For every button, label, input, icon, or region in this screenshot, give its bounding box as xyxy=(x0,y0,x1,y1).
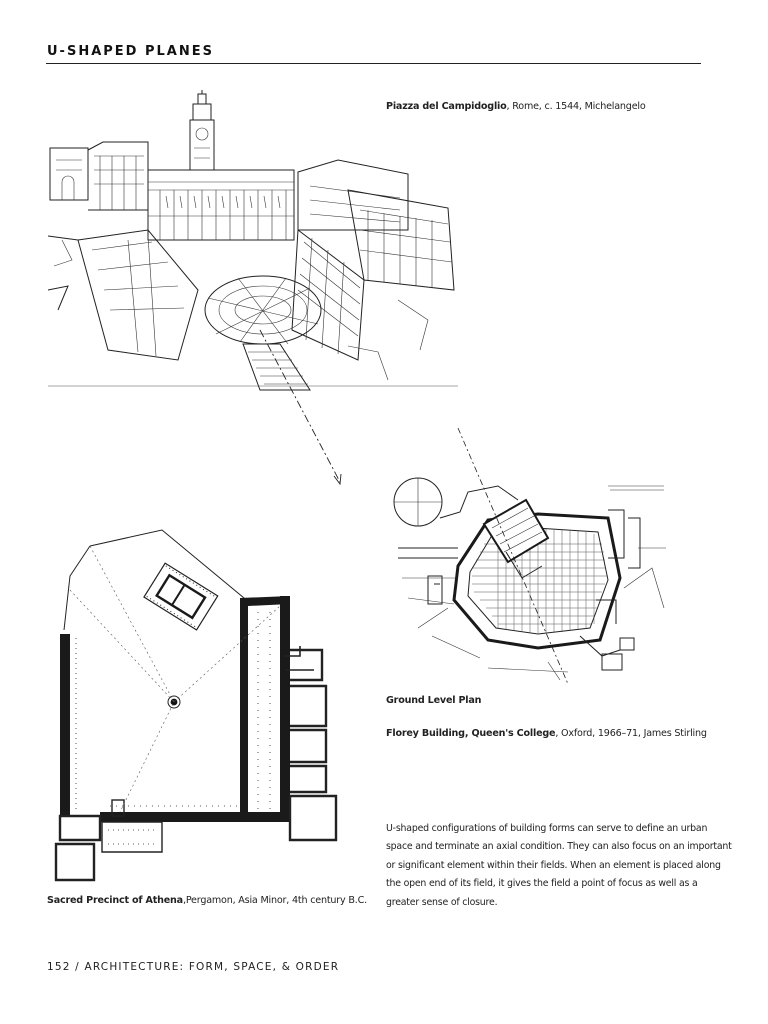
page-footer: 152 / ARCHITECTURE: FORM, SPACE, & ORDER xyxy=(47,961,340,973)
caption-campidoglio-name: Piazza del Campidoglio xyxy=(386,101,507,112)
caption-campidoglio: Piazza del Campidoglio, Rome, c. 1544, M… xyxy=(386,101,646,112)
caption-florey-name: Florey Building xyxy=(386,728,465,739)
caption-florey: Florey Building, Queen's College, Oxford… xyxy=(386,728,707,739)
caption-athena: Sacred Precinct of Athena,Pergamon, Asia… xyxy=(47,895,367,906)
caption-athena-name: Sacred Precinct of Athena xyxy=(47,895,183,906)
caption-ground-plan-label: Ground Level Plan xyxy=(386,695,482,706)
campidoglio-sketch xyxy=(47,90,458,391)
caption-florey-sep: , xyxy=(464,728,472,739)
body-line: the open end of its field, it gives the … xyxy=(386,878,698,890)
body-line: space and terminate an axial condition. … xyxy=(386,841,732,853)
page-title: U-SHAPED PLANES xyxy=(47,44,214,59)
body-line: U-shaped configurations of building form… xyxy=(386,823,708,834)
axis-arrow xyxy=(259,329,342,486)
caption-campidoglio-details: , Rome, c. 1544, Michelangelo xyxy=(506,101,646,112)
florey-plan xyxy=(393,427,666,685)
header-rule xyxy=(46,63,701,64)
caption-florey-name2: Queen's College xyxy=(471,728,556,739)
body-line: greater sense of closure. xyxy=(386,896,498,908)
caption-athena-details: ,Pergamon, Asia Minor, 4th century B.C. xyxy=(182,895,367,906)
body-paragraph: U-shaped configurations of building form… xyxy=(386,820,732,912)
body-line: or significant element within their fiel… xyxy=(386,859,721,871)
caption-florey-details: , Oxford, 1966–71, James Stirling xyxy=(555,728,707,739)
caption-ground-plan: Ground Level Plan xyxy=(386,695,481,706)
athena-plan xyxy=(54,529,338,882)
